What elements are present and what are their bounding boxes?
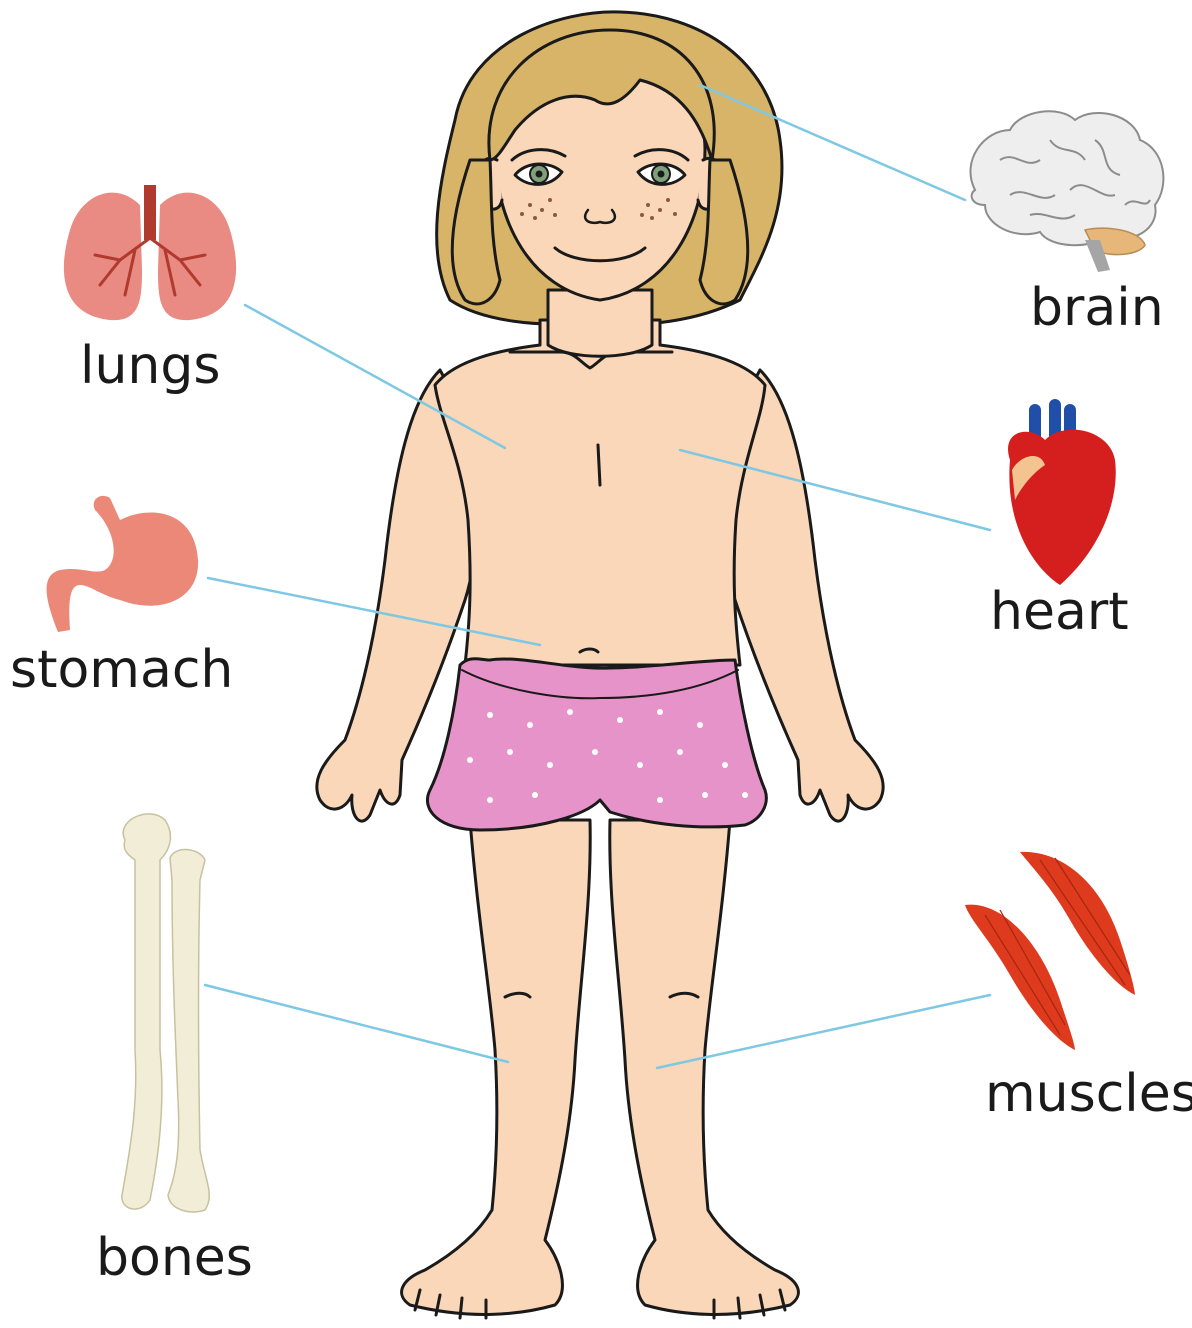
lungs-label: lungs (80, 340, 220, 392)
muscles-label: muscles (985, 1068, 1192, 1120)
girl-figure (317, 12, 883, 1318)
heart-label: heart (990, 586, 1129, 638)
sternum-mark (598, 445, 600, 485)
left-leg (402, 820, 591, 1314)
right-leg (610, 820, 799, 1314)
bones-label: bones (96, 1232, 253, 1284)
bones-icon (122, 814, 209, 1212)
stomach-label: stomach (10, 644, 233, 696)
brain-label: brain (1030, 282, 1164, 334)
torso (435, 320, 765, 665)
muscles-icon (965, 852, 1135, 1050)
heart-icon (1008, 405, 1116, 585)
bones-leader-line (205, 985, 508, 1062)
stomach-icon (47, 496, 198, 632)
brain-icon (970, 111, 1163, 272)
shorts (427, 659, 766, 830)
lungs-icon (64, 185, 236, 320)
